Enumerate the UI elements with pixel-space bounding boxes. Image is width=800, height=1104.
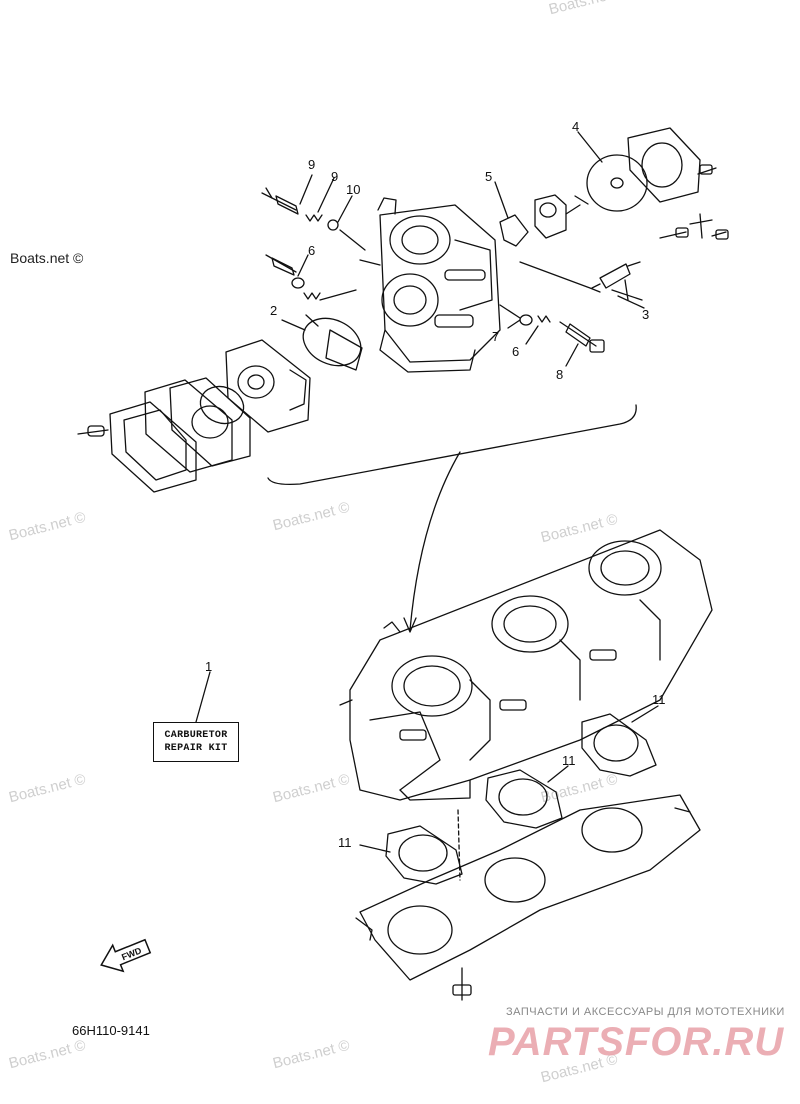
diagram-part-code: 66H110-9141 <box>72 1023 150 1038</box>
watermark: Boats.net © <box>10 250 84 266</box>
callout-9: 9 <box>308 157 316 172</box>
gasket-11-right <box>581 713 657 777</box>
diaphragm-2 <box>302 314 363 371</box>
bracket-arrowhead <box>403 617 417 633</box>
carburetor-repair-kit-label: CARBURETOR REPAIR KIT <box>153 722 239 762</box>
callout-9: 9 <box>331 169 339 184</box>
screw-8 <box>559 321 605 353</box>
store-logo: PARTSFOR.RU <box>488 1020 785 1064</box>
screw-6-left <box>265 254 297 276</box>
bracket-curve <box>267 404 637 486</box>
fitting-right <box>659 213 729 240</box>
gasket-ring <box>199 385 245 425</box>
callout-2: 2 <box>270 303 278 318</box>
callout-11: 11 <box>562 753 576 768</box>
pump-gasket <box>169 377 251 467</box>
callout-3: 3 <box>642 307 650 322</box>
carburetor-assembly <box>339 529 713 801</box>
o-ring-7 <box>519 314 533 326</box>
pilot-screw-9 <box>261 187 299 215</box>
callout-1: 1 <box>205 659 213 674</box>
spring-6-right <box>537 315 551 323</box>
callout-6: 6 <box>308 243 316 258</box>
end-cover <box>109 401 197 493</box>
o-ring-10 <box>327 219 339 231</box>
gasket-11-middle <box>485 769 563 829</box>
spring-left <box>303 292 321 300</box>
manifold-bolt <box>452 967 472 1001</box>
callout-10: 10 <box>346 182 361 197</box>
o-ring-6-left <box>291 277 305 289</box>
kit-line-2: REPAIR KIT <box>164 743 228 754</box>
diaphragm-4 <box>586 154 648 212</box>
diaphragm-cover <box>627 127 701 203</box>
spring-9 <box>305 214 323 222</box>
callout-4: 4 <box>572 119 580 134</box>
callout-11: 11 <box>652 692 666 707</box>
callout-7: 7 <box>492 329 500 344</box>
store-subtitle: ЗАПЧАСТИ И АКСЕССУАРЫ ДЛЯ МОТОТЕХНИКИ <box>506 1006 785 1018</box>
pump-plate <box>144 379 233 473</box>
cover-screw <box>77 425 109 437</box>
cover-screw-right <box>697 164 717 175</box>
callout-6: 6 <box>512 344 520 359</box>
bracket-arrow-line <box>409 451 461 631</box>
intake-manifold <box>355 794 701 981</box>
kit-line-1: CARBURETOR <box>164 730 228 741</box>
callout-8: 8 <box>556 367 564 382</box>
valve-body-5 <box>499 194 567 247</box>
callout-11: 11 <box>338 835 352 850</box>
fwd-arrow-icon: FWD <box>100 938 152 973</box>
gasket-11-left <box>385 825 463 885</box>
carburetor-body-upper <box>359 197 501 373</box>
callout-5: 5 <box>485 169 493 184</box>
check-valve-3 <box>591 261 641 289</box>
